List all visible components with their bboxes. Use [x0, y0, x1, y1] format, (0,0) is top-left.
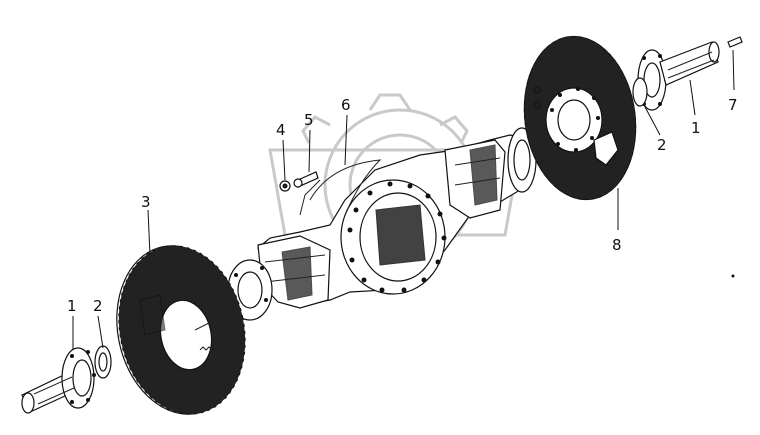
- bolt-part-5: [293, 171, 319, 188]
- brake-disc-left: [116, 245, 246, 415]
- callout-2-right: 2: [657, 136, 667, 154]
- hub-shaft-left: [21, 347, 96, 414]
- nut-part-4: [279, 180, 291, 192]
- callout-2-left: 2: [93, 297, 103, 315]
- callout-7: 7: [728, 96, 738, 114]
- callout-1-right: 1: [691, 119, 701, 137]
- pin-part-7: [727, 36, 743, 48]
- callout-4: 4: [276, 121, 286, 139]
- callout-labels: 1 2 3 4 5 6 1 2 7 8: [67, 96, 738, 315]
- callout-5: 5: [304, 111, 314, 129]
- brake-disc-right: [523, 35, 637, 201]
- callout-8: 8: [612, 236, 622, 254]
- seal-ring-left: [94, 345, 112, 379]
- callout-1-left: 1: [67, 297, 77, 315]
- callout-3: 3: [141, 193, 151, 211]
- seal-ring-right: [632, 77, 648, 107]
- stray-dot: [731, 274, 735, 278]
- hub-shaft-right: [637, 41, 720, 111]
- axle-housing: [227, 127, 537, 321]
- callout-6: 6: [341, 96, 351, 114]
- leader-lines: [72, 49, 735, 350]
